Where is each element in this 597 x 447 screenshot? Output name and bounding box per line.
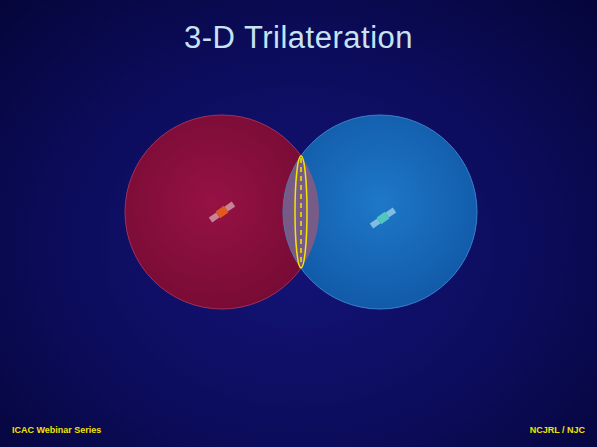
footer-label: ICAC Webinar Series (12, 425, 101, 435)
intersection-diameter (300, 158, 302, 266)
footer-label: NCJRL / NJC (530, 425, 585, 435)
intersection-circle (295, 156, 307, 268)
intersection-lens (283, 115, 477, 309)
range-sphere (283, 115, 477, 309)
slide-title: 3-D Trilateration (0, 20, 597, 56)
satellite-icon (208, 201, 236, 224)
satellite-icon (369, 207, 397, 230)
